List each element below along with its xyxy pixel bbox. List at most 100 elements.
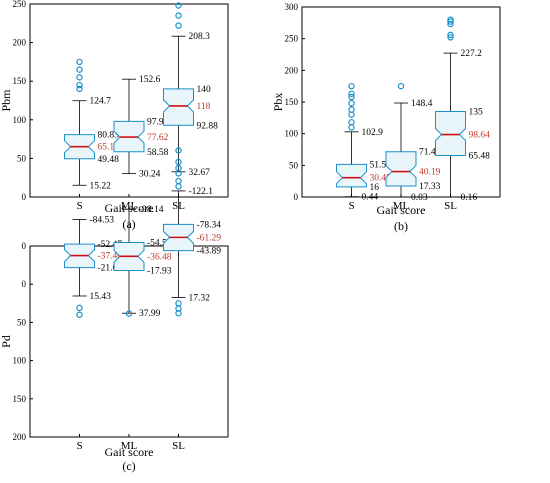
outlier-point [76,311,83,318]
panel-caption: (c) [122,459,135,473]
label-median: -61.29 [197,233,222,243]
label-median: 65.17 [98,143,120,153]
label-q3: 135 [469,108,484,118]
label-whisker-low: 0.16 [461,193,478,203]
x-axis-label: Gait score [105,201,154,215]
outlier-point [348,100,355,107]
label-whisker-low: 30.24 [139,170,161,180]
outlier-point [397,82,405,90]
label-q1: 92.88 [197,121,219,131]
x-tick-label-SL: SL [172,440,185,452]
label-q1: -54.55 [147,239,172,249]
outlier-point [348,90,355,97]
y-tick-label: 100 [13,356,27,366]
y-axis-label: Pbx [271,93,285,112]
x-tick-label-S: S [76,200,82,212]
label-whisker-high: 124.7 [90,97,112,107]
box-SL [435,111,466,157]
y-axis-label: Pd [0,335,13,348]
label-median: -37.46 [98,252,123,262]
x-tick-label-SL: SL [444,200,457,212]
label-q1: -78.34 [197,220,222,230]
y-tick-label: 0 [294,192,299,202]
outlier-point [447,18,454,25]
label-whisker-high: 148.4 [411,99,433,109]
label-q3: 51.57 [370,160,392,170]
y-tick-label: 250 [285,34,299,44]
label-q3: -17.93 [147,267,172,277]
y-tick-label: 200 [13,38,27,48]
outlier-point [447,34,454,41]
y-tick-label: 150 [13,76,27,86]
outlier-point [76,85,83,93]
label-q1: 58.58 [147,148,169,158]
y-tick-label: 0 [22,192,27,202]
label-q3: 140 [197,85,212,95]
outlier-point [175,300,182,307]
outlier-point [125,310,133,317]
y-tick-label: 100 [13,115,27,125]
outlier-point [348,106,355,113]
label-whisker-high: 17.32 [189,293,211,303]
label-whisker-high: 37.99 [139,309,161,319]
label-median: -36.48 [147,252,172,262]
label-whisker-low: 0.03 [411,193,428,203]
label-whisker-low: -98.14 [139,205,164,215]
label-median: 98.64 [469,131,491,141]
label-q3: 71.49 [419,148,441,158]
label-whisker-low: 32.67 [189,168,211,178]
outlier-point [348,124,355,131]
box-S [336,163,367,188]
outlier-point [175,158,182,166]
outlier-point [447,31,454,39]
outlier-point [175,12,182,19]
outlier-point [76,304,83,312]
label-whisker-high: 15.43 [90,292,112,302]
outlier-point [76,74,83,81]
label-q1: 49.48 [98,155,120,165]
x-tick-label-ML: ML [121,440,138,452]
outlier-point [348,119,355,126]
x-tick-label-ML: ML [393,200,410,212]
y-tick-label: 0 [22,241,27,251]
outlier-point [348,111,355,118]
label-whisker-high: 102.9 [362,128,384,138]
outlier-point [175,177,182,185]
y-tick-label: 50 [17,317,27,327]
y-tick-label: 300 [285,2,299,12]
outlier-point [175,183,182,190]
outlier-point [175,305,182,312]
label-q1: -52.47 [98,240,123,250]
outlier-point [175,147,182,154]
outlier-point [447,20,454,28]
y-tick-label: 100 [285,129,299,139]
outlier-point [447,16,454,23]
y-tick-label: 200 [13,432,27,442]
outlier-point [348,82,355,90]
box-ML [385,151,417,187]
label-q3: 97.9 [147,117,164,127]
x-tick-label-S: S [76,440,82,452]
outlier-point [175,2,182,9]
label-whisker-low: 0.44 [362,193,379,203]
label-median: 118 [197,102,211,112]
outlier-point [76,66,83,73]
label-q1: 65.48 [469,152,491,162]
box-SL [163,88,194,126]
y-tick-label: 0 [22,279,27,289]
outlier-point [76,81,83,89]
y-tick-label: 150 [285,97,299,107]
label-q1: 17.33 [419,182,441,192]
y-tick-label: 50 [17,153,27,163]
label-median: 77.62 [147,133,169,143]
x-tick-label-S: S [348,200,354,212]
outlier-point [175,22,182,29]
outlier-point [348,93,355,101]
label-whisker-low: 15.22 [90,181,112,191]
label-median: 40.19 [419,168,441,178]
label-median: 30.47 [370,174,392,184]
